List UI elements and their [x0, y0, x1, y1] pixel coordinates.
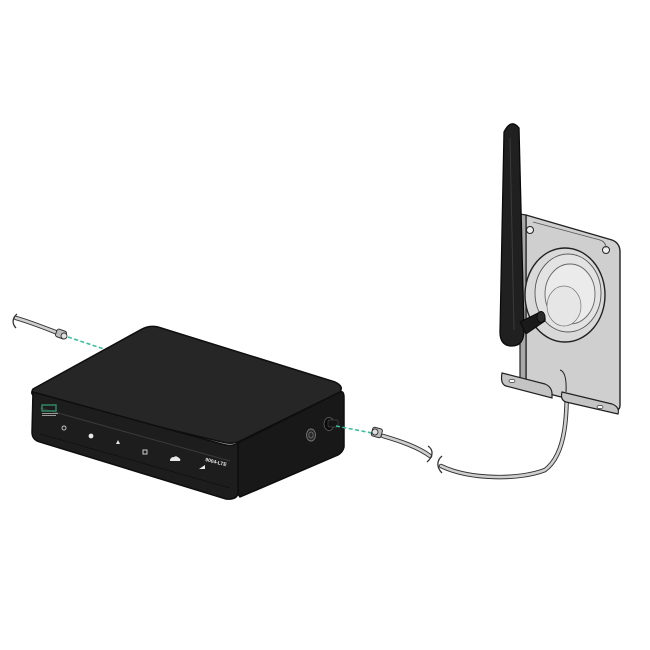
screw-hole-icon	[526, 226, 534, 234]
cloud-icon	[170, 456, 181, 461]
lte-router-device: 9004-LTE	[31, 325, 345, 500]
grid-icon	[142, 449, 148, 455]
antenna-cable-connector-icon	[370, 426, 383, 439]
antenna-port-connector-icon	[323, 417, 339, 431]
model-label: 9004-LTE	[205, 457, 228, 468]
brand-logo-icon	[41, 404, 58, 416]
status-dot-icon	[88, 433, 94, 439]
left-cable-connector-icon	[54, 328, 68, 340]
wall-mount-antenna	[499, 123, 621, 415]
left-cable	[12, 313, 105, 350]
antenna-cable-near	[380, 433, 433, 463]
left-connection-line	[67, 336, 105, 350]
signal-icon	[199, 465, 205, 469]
alert-icon	[116, 440, 120, 444]
device-side-port-icon	[306, 428, 316, 442]
power-icon	[61, 425, 67, 431]
